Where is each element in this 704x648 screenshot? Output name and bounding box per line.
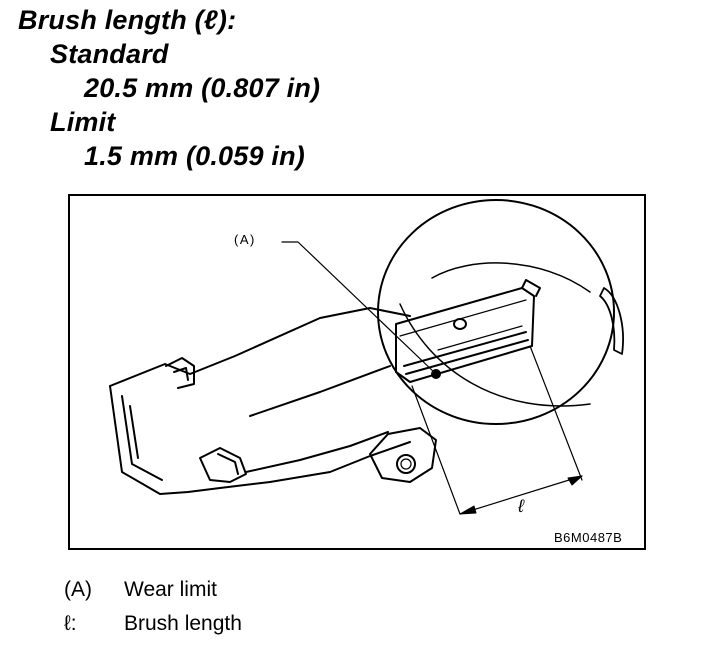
limit-label: Limit xyxy=(50,107,116,137)
legend-key-a: (A) xyxy=(64,578,92,601)
legend-text-l: Brush length xyxy=(124,612,242,635)
standard-label: Standard xyxy=(50,39,169,69)
holder-ring xyxy=(377,199,615,425)
spec-heading: Brush length (ℓ): xyxy=(18,5,237,35)
brush-figure: (A) ℓ B6M0487B xyxy=(68,194,646,550)
legend-key-l: ℓ: xyxy=(64,612,77,635)
standard-value: 20.5 mm (0.807 in) xyxy=(84,73,321,103)
legend-text-a: Wear limit xyxy=(124,578,217,601)
figure-code: B6M0487B xyxy=(554,530,623,545)
brush-holder-drawing xyxy=(109,199,624,515)
callout-a-label: (A) xyxy=(234,232,256,247)
mount-hole xyxy=(396,454,416,474)
limit-value: 1.5 mm (0.059 in) xyxy=(84,141,305,171)
dimension-symbol: ℓ xyxy=(518,496,526,516)
